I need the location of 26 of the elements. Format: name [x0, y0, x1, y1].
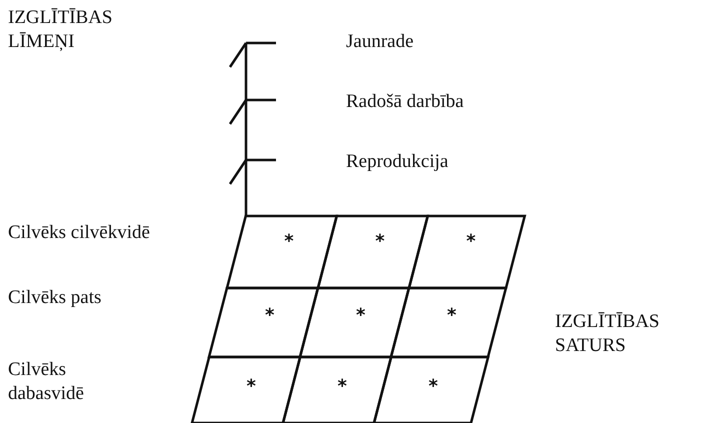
asterisk-mark: * — [375, 233, 385, 251]
level-label: Reprodukcija — [346, 150, 450, 174]
grid-cell — [391, 288, 506, 357]
asterisk-mark: * — [466, 233, 476, 251]
row-label: Cilvēks dabasvidē — [8, 358, 85, 406]
grid-cell — [409, 216, 525, 288]
asterisk-mark: * — [338, 378, 347, 396]
asterisk-mark: * — [246, 378, 256, 396]
asterisk-mark: * — [264, 307, 274, 325]
level-label: Jaunrade — [346, 30, 415, 54]
grid-cell — [192, 357, 300, 423]
grid-cell — [300, 288, 410, 357]
asterisk-mark: * — [356, 307, 366, 325]
grid-cell — [283, 357, 392, 423]
grid-cell — [374, 357, 488, 423]
row-label: Cilvēks cilvēkvidē — [8, 221, 151, 245]
level-label: Radošā darbība — [346, 90, 465, 114]
grid-cell — [318, 216, 428, 288]
axis-title: IZGLĪTĪBAS SATURS — [555, 310, 660, 358]
asterisk-mark: * — [446, 307, 456, 325]
grid-cell — [209, 288, 318, 357]
asterisk-mark: * — [284, 233, 294, 251]
grid-cell — [227, 216, 337, 288]
asterisk-mark: * — [428, 378, 438, 396]
row-label: Cilvēks pats — [8, 286, 102, 310]
axis-title: IZGLĪTĪBAS LĪMEŅI — [8, 6, 114, 54]
